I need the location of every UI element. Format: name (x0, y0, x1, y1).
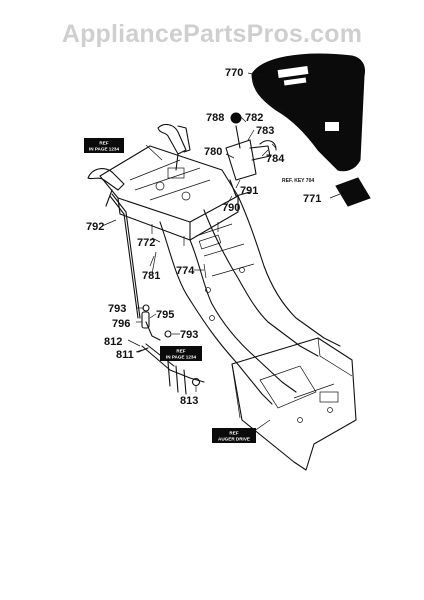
dashboard-cover (251, 53, 365, 172)
decal-pad (335, 177, 371, 207)
handle-frame (159, 195, 341, 405)
part-label: 811 (116, 349, 134, 361)
control-console (99, 145, 239, 241)
part-label: 780 (204, 146, 222, 158)
fasteners (151, 143, 277, 279)
part-label: 784 (266, 153, 285, 165)
part-label: 793 (180, 329, 198, 341)
svg-text:REF: REF (229, 431, 238, 436)
part-label: 795 (156, 309, 174, 321)
part-label: 791 (240, 185, 258, 197)
part-label: 792 (86, 221, 104, 233)
auger-housing-panel (231, 337, 357, 471)
part-label: 790 (222, 202, 240, 214)
control-rod (109, 193, 141, 319)
ref-tag-upper: REF IN PAGE 1234 (84, 138, 124, 153)
part-label: 774 (176, 265, 195, 277)
part-label: 796 (112, 318, 130, 330)
part-label: 782 (245, 112, 263, 124)
ref-tag-lower: REF AUGER DRIVE (212, 428, 256, 443)
part-label: 771 (303, 193, 321, 205)
svg-text:IN PAGE 1234: IN PAGE 1234 (166, 355, 196, 360)
part-number-labels: 770 788 782 783 780 784 791 790 771 792 … (86, 67, 321, 407)
watermark-text: AppliancePartsPros.com (62, 20, 362, 48)
svg-text:REF: REF (176, 349, 185, 354)
part-label: 812 (104, 336, 122, 348)
part-label: 772 (137, 237, 155, 249)
part-label: 788 (206, 112, 224, 124)
svg-text:REF: REF (99, 141, 108, 146)
side-ref-label: REF. KEY 704 (282, 178, 314, 184)
part-label: 813 (180, 395, 198, 407)
part-label: 781 (142, 270, 160, 282)
part-label: 793 (108, 303, 126, 315)
svg-text:AUGER DRIVE: AUGER DRIVE (218, 437, 250, 442)
part-label: 770 (225, 67, 243, 79)
right-lever (157, 123, 191, 171)
part-label: 783 (256, 125, 274, 137)
ref-tag-middle: REF IN PAGE 1234 (160, 346, 202, 361)
left-lever (87, 168, 125, 207)
svg-text:IN PAGE 1234: IN PAGE 1234 (89, 147, 119, 152)
